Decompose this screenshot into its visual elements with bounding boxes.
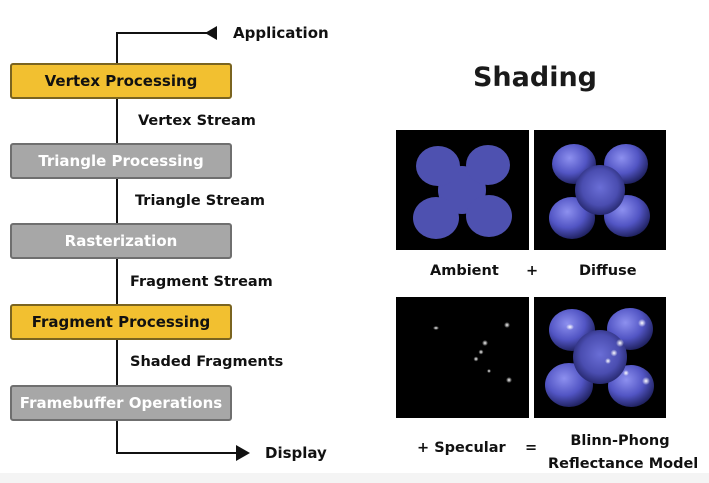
stage-framebuffer-operations: Framebuffer Operations: [10, 385, 232, 421]
display-connector: [116, 452, 238, 454]
result-label-line1: Blinn-Phong: [570, 433, 670, 449]
stage-triangle-processing: Triangle Processing: [10, 143, 232, 179]
pipeline-connector: [116, 259, 118, 304]
application-connector: [116, 32, 212, 34]
arrow-left-head: [205, 26, 217, 40]
stage-fragment-processing: Fragment Processing: [10, 304, 232, 340]
blinn-phong-shape: [545, 308, 654, 407]
ambient-shape: [413, 145, 512, 239]
diffuse-shape: [549, 144, 650, 239]
stream-label-triangle: Triangle Stream: [135, 193, 266, 209]
stage-vertex-processing: Vertex Processing: [10, 63, 232, 99]
pipeline-connector: [116, 179, 118, 223]
ambient-label: Ambient: [430, 263, 499, 279]
specular-highlights: [433, 322, 512, 383]
pipeline-connector: [116, 421, 118, 454]
bottom-band: [0, 473, 709, 483]
shading-title: Shading: [472, 62, 598, 93]
result-label-line2: Reflectance Model: [548, 456, 699, 472]
display-label: Display: [265, 444, 327, 462]
stage-rasterization: Rasterization: [10, 223, 232, 259]
plus-sign: +: [526, 263, 539, 279]
application-label: Application: [233, 24, 329, 42]
stream-label-vertex: Vertex Stream: [138, 113, 256, 129]
specular-label: + Specular: [417, 440, 506, 456]
equals-sign: =: [525, 440, 538, 456]
blinn-phong-render: [534, 297, 666, 418]
pipeline-connector: [116, 32, 118, 63]
stream-label-shaded-fragments: Shaded Fragments: [130, 354, 284, 370]
diffuse-label: Diffuse: [579, 263, 637, 279]
pipeline-connector: [116, 340, 118, 385]
ambient-render: [396, 130, 529, 250]
pipeline-connector: [116, 99, 118, 143]
arrow-right-head: [236, 445, 250, 461]
diffuse-render: [534, 130, 666, 250]
stream-label-fragment: Fragment Stream: [130, 274, 273, 290]
specular-render: [396, 297, 529, 418]
